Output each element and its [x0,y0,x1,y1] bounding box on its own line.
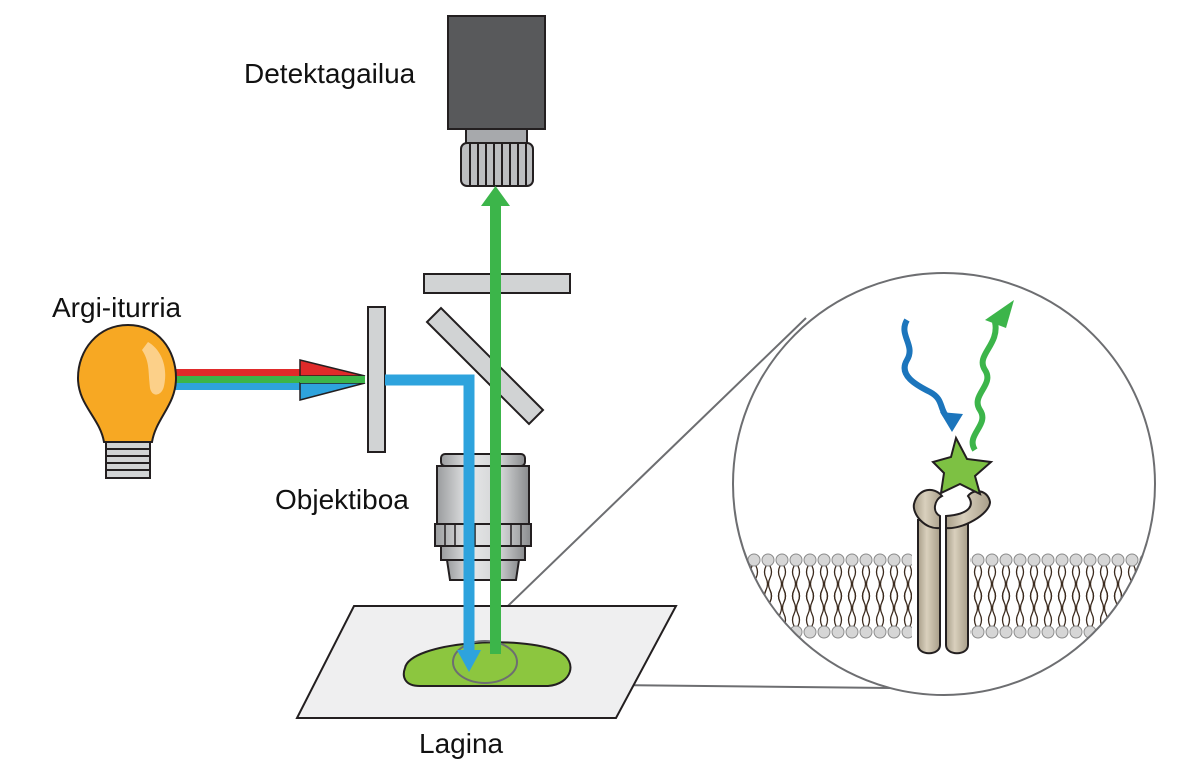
excitation-filter [367,306,386,453]
objective-label: Objektiboa [275,484,409,515]
zoom-line-upper [481,317,807,632]
zoom-view [732,272,1156,696]
emission-beam [490,203,501,654]
emission-wave [969,321,999,452]
objective-lens-icon [434,453,532,581]
excitation-wave-arrowhead [940,412,963,432]
fluorophore-star-icon [931,435,994,496]
receptor-icon [912,488,992,656]
excitation-beam [385,374,475,655]
lightbulb-icon [76,323,178,479]
specimen [402,641,572,687]
camera-icon [447,15,546,187]
slide-label: Lagina [419,728,504,759]
emission-arrowhead [481,186,510,206]
specimen-zoom-circle [452,640,518,684]
excitation-arrowhead [457,650,481,672]
light-source-label: Argi-iturria [52,292,182,323]
incident-light-beams [170,359,366,401]
excitation-wave [901,318,953,423]
detector-label: Detektagailua [244,58,416,89]
zoom-circle-border [732,272,1156,696]
emission-wave-arrowhead [985,300,1014,328]
dichroic-mirror [425,306,545,426]
